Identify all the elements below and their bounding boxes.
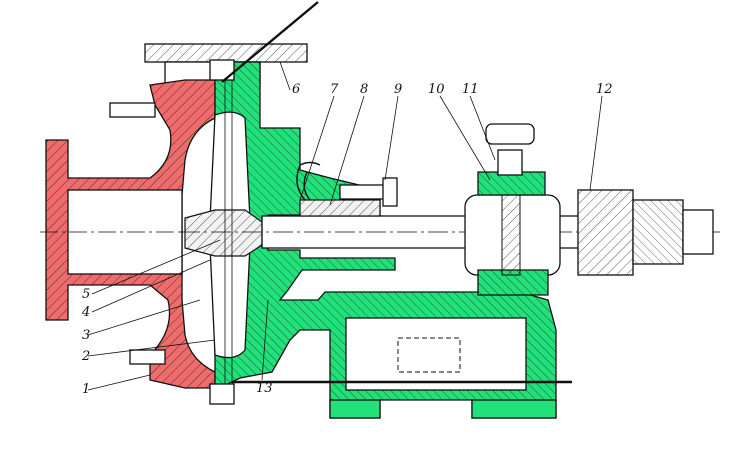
shaft-coupling (577, 189, 714, 276)
label-4: 4 (81, 305, 90, 320)
label-6: 6 (292, 82, 300, 97)
label-1: 1 (82, 382, 90, 397)
gland-bolt (339, 177, 398, 207)
label-2: 2 (81, 349, 90, 364)
leader-lines (87, 61, 603, 391)
label-5: 5 (82, 287, 90, 302)
pointer-line-top (221, 1, 319, 83)
label-13: 13 (256, 381, 273, 396)
label-8: 8 (360, 82, 368, 97)
casing-bolts (109, 59, 235, 405)
label-11: 11 (462, 82, 479, 97)
suction-casing (40, 79, 216, 389)
label-9: 9 (394, 82, 402, 97)
stuffing-box (296, 161, 381, 217)
label-7: 7 (330, 82, 339, 97)
label-3: 3 (82, 328, 90, 343)
bearing-housing (214, 61, 557, 419)
impeller (184, 80, 263, 390)
label-12: 12 (596, 82, 613, 97)
bearing-assembly (464, 123, 561, 296)
label-10: 10 (428, 82, 445, 97)
